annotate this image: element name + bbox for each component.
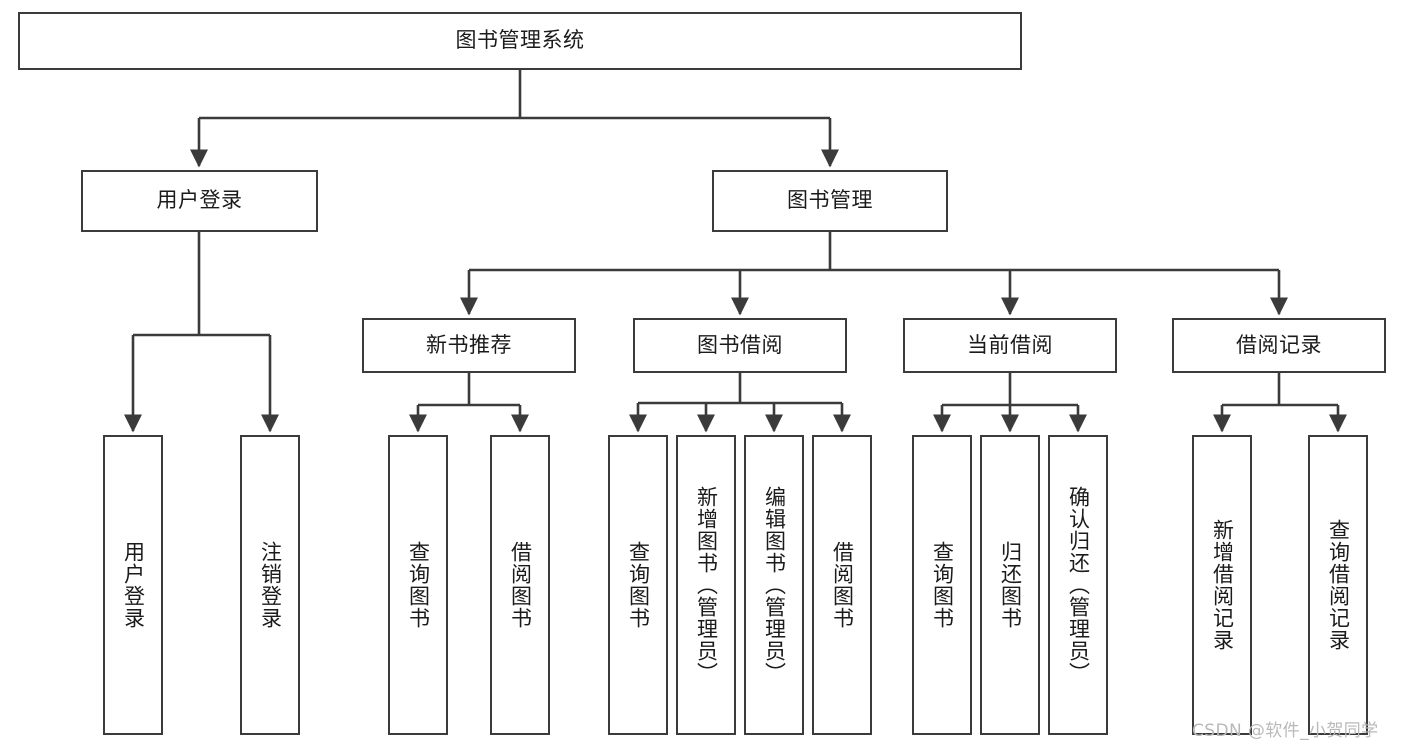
- node-leaf-borrow-edit-book-label: 编辑图书（管理员）: [762, 486, 787, 684]
- node-book-manage-label: 图书管理: [787, 188, 873, 213]
- node-leaf-borrow-query-label: 查询图书: [626, 541, 651, 629]
- node-leaf-logout[interactable]: 注销登录: [240, 435, 300, 735]
- node-leaf-query-borrow-record-label: 查询借阅记录: [1326, 519, 1351, 651]
- node-leaf-new-book-borrow-label: 借阅图书: [508, 541, 533, 629]
- node-borrow-record-label: 借阅记录: [1236, 332, 1322, 357]
- node-leaf-confirm-return-label: 确认归还（管理员）: [1066, 486, 1091, 684]
- node-leaf-return-book[interactable]: 归还图书: [980, 435, 1040, 735]
- node-leaf-user-login[interactable]: 用户登录: [103, 435, 163, 735]
- node-new-book-recommend[interactable]: 新书推荐: [362, 318, 576, 373]
- csdn-watermark: CSDN @软件_小贺同学: [1192, 721, 1379, 741]
- node-leaf-new-book-query[interactable]: 查询图书: [388, 435, 448, 735]
- node-leaf-new-book-query-label: 查询图书: [406, 541, 431, 629]
- node-current-borrow-label: 当前借阅: [967, 332, 1053, 357]
- node-leaf-add-borrow-record-label: 新增借阅记录: [1210, 519, 1235, 651]
- node-leaf-query-borrow-record[interactable]: 查询借阅记录: [1308, 435, 1368, 735]
- node-leaf-borrow-book-label: 借阅图书: [830, 541, 855, 629]
- node-borrow-record[interactable]: 借阅记录: [1172, 318, 1386, 373]
- node-leaf-borrow-query[interactable]: 查询图书: [608, 435, 668, 735]
- node-new-book-recommend-label: 新书推荐: [426, 332, 512, 357]
- node-leaf-borrow-add-book-label: 新增图书（管理员）: [694, 486, 719, 684]
- node-root[interactable]: 图书管理系统: [18, 12, 1022, 70]
- node-book-manage[interactable]: 图书管理: [712, 170, 948, 232]
- node-current-borrow[interactable]: 当前借阅: [903, 318, 1117, 373]
- node-leaf-borrow-add-book[interactable]: 新增图书（管理员）: [676, 435, 736, 735]
- node-book-borrow-label: 图书借阅: [697, 332, 783, 357]
- node-leaf-user-login-label: 用户登录: [121, 541, 146, 629]
- node-leaf-new-book-borrow[interactable]: 借阅图书: [490, 435, 550, 735]
- node-user-login-label: 用户登录: [156, 188, 243, 213]
- node-leaf-confirm-return[interactable]: 确认归还（管理员）: [1048, 435, 1108, 735]
- node-leaf-add-borrow-record[interactable]: 新增借阅记录: [1192, 435, 1252, 735]
- node-book-borrow[interactable]: 图书借阅: [633, 318, 847, 373]
- node-user-login[interactable]: 用户登录: [81, 170, 318, 232]
- node-leaf-borrow-book[interactable]: 借阅图书: [812, 435, 872, 735]
- node-leaf-return-book-label: 归还图书: [998, 541, 1023, 629]
- node-leaf-current-query-label: 查询图书: [930, 541, 955, 629]
- node-leaf-borrow-edit-book[interactable]: 编辑图书（管理员）: [744, 435, 804, 735]
- node-leaf-logout-label: 注销登录: [258, 541, 283, 629]
- node-leaf-current-query[interactable]: 查询图书: [912, 435, 972, 735]
- node-root-label: 图书管理系统: [455, 28, 585, 53]
